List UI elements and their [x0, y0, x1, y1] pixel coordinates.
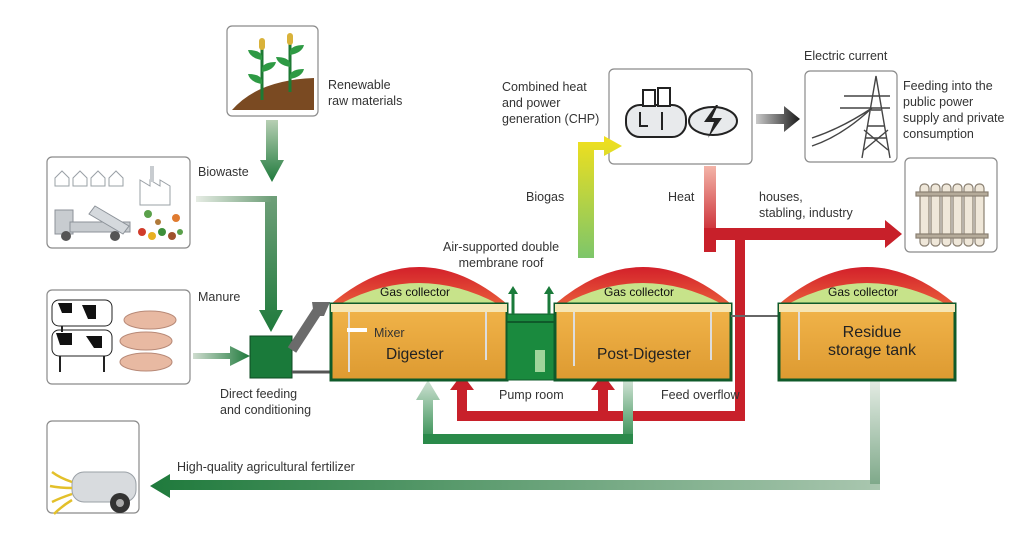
label-gas-collector-1: Gas collector — [380, 285, 451, 299]
biowaste-arrow — [196, 196, 283, 332]
residue-storage-tank — [777, 267, 957, 382]
label-houses: houses,stabling, industry — [759, 190, 853, 220]
manure-spreader-icon — [49, 470, 137, 515]
feeder-hopper-icon — [249, 302, 334, 379]
post-digester-tank — [553, 267, 733, 382]
heat-to-post-digester — [591, 374, 615, 411]
heat-arrow-down — [704, 166, 716, 240]
manure-arrow — [193, 346, 250, 366]
radiator-icon — [915, 183, 989, 247]
label-post-digester: Post-Digester — [597, 346, 691, 363]
cows-pigs-icon — [51, 299, 177, 372]
renewable-arrow — [260, 120, 284, 182]
label-pump-room: Pump room — [499, 388, 564, 402]
corn-plants-icon — [232, 33, 314, 110]
label-gas-collector-2: Gas collector — [604, 285, 675, 299]
pump-room — [506, 286, 556, 381]
heat-arrow-radiator — [704, 220, 902, 252]
waste-truck-icon — [54, 166, 183, 241]
biogas-arrow — [578, 136, 622, 258]
label-biogas: Biogas — [526, 190, 565, 204]
label-manure: Manure — [198, 290, 241, 304]
digester-tank — [329, 267, 509, 382]
electric-arrow — [756, 106, 800, 132]
power-pylon-icon — [811, 75, 891, 159]
label-biowaste: Biowaste — [198, 165, 249, 179]
label-feed-overflow: Feed overflow — [661, 388, 740, 402]
label-gas-collector-3: Gas collector — [828, 285, 899, 299]
label-mixer: Mixer — [374, 326, 405, 340]
label-electric-current: Electric current — [804, 49, 888, 63]
label-fertilizer: High-quality agricultural fertilizer — [177, 460, 355, 474]
chp-generator-icon — [625, 87, 738, 138]
label-digester: Digester — [386, 346, 444, 363]
label-heat: Heat — [668, 190, 695, 204]
fertilizer-arrow — [150, 380, 880, 498]
